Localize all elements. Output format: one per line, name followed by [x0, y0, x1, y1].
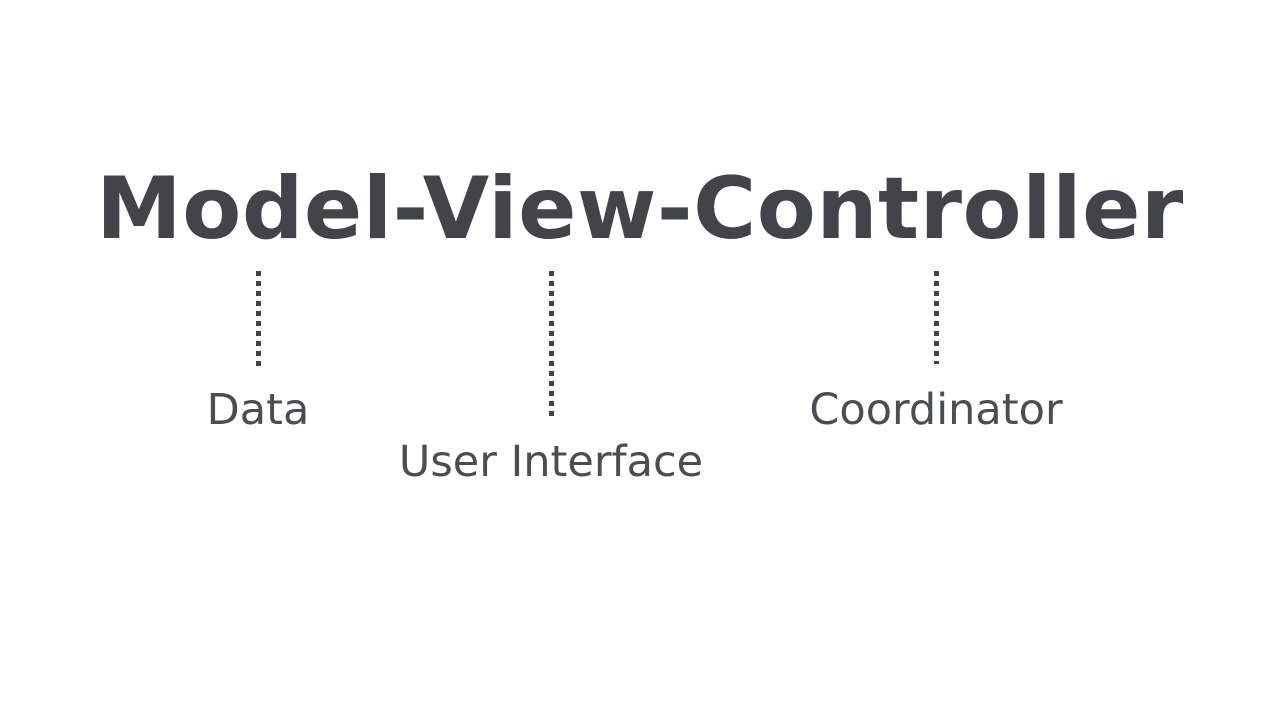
connector-line-controller — [934, 271, 939, 364]
connector-line-view — [549, 271, 554, 418]
label-view-user-interface: User Interface — [398, 437, 704, 487]
label-model-data: Data — [206, 385, 310, 435]
connector-line-model — [256, 271, 261, 366]
page-title: Model-View-Controller — [96, 159, 1184, 259]
label-controller-coordinator: Coordinator — [809, 385, 1063, 435]
